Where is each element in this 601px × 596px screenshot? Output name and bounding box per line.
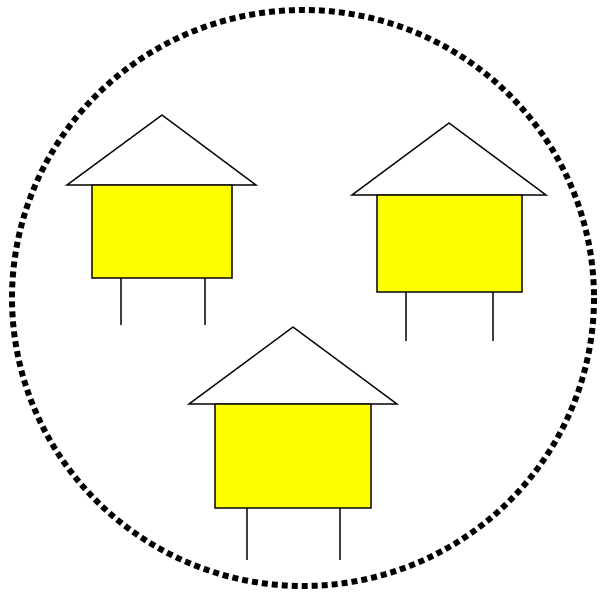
house-body [92,185,232,278]
house-body [377,195,522,292]
house-body [215,404,371,508]
